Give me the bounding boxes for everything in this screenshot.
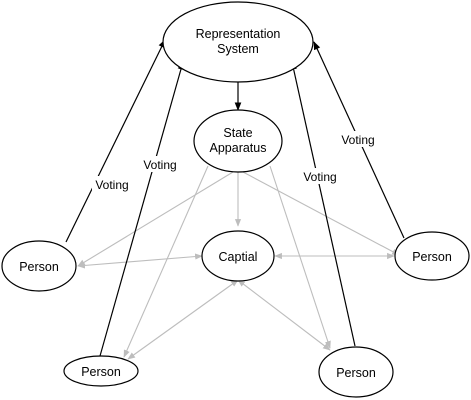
node-representation-system[interactable]: Representation System [162,1,314,83]
node-person-right[interactable]: Person [394,231,470,281]
capital-label: Captial [219,250,258,264]
edge-state-to-person-left [77,171,234,267]
edge-state-to-person-right [242,171,400,256]
voting-label-right: Voting [341,133,374,147]
edge-person-bottom-left-voting [99,61,185,357]
person-bottom-left-label: Person [81,365,121,379]
voting-label-bottom-right: Voting [303,170,336,184]
node-person-left[interactable]: Person [1,240,77,292]
edge-capital-person-bottom-right [237,279,331,351]
representation-system-label-line1: Representation [196,27,281,41]
edge-person-bottom-right-voting [290,61,356,347]
representation-system-label-line2: System [217,42,259,56]
person-bottom-right-label: Person [336,366,376,380]
gray-edges [77,165,400,360]
person-right-label: Person [412,250,452,264]
node-person-bottom-left[interactable]: Person [63,355,139,387]
edge-capital-person-left [77,253,203,269]
node-capital[interactable]: Captial [201,230,275,282]
edge-labels: Voting Voting Voting Voting [92,131,378,192]
edge-capital-person-bottom-left [127,279,239,360]
voting-label-left: Voting [95,178,128,192]
black-edges [65,39,405,357]
state-apparatus-label-line1: State [223,126,252,140]
voting-label-bottom-left: Voting [143,158,176,172]
edge-person-left-voting [65,39,166,243]
state-apparatus-label-line2: Apparatus [210,141,267,155]
node-person-bottom-right[interactable]: Person [318,346,394,398]
person-left-label: Person [19,260,59,274]
node-state-apparatus[interactable]: State Apparatus [193,109,283,173]
